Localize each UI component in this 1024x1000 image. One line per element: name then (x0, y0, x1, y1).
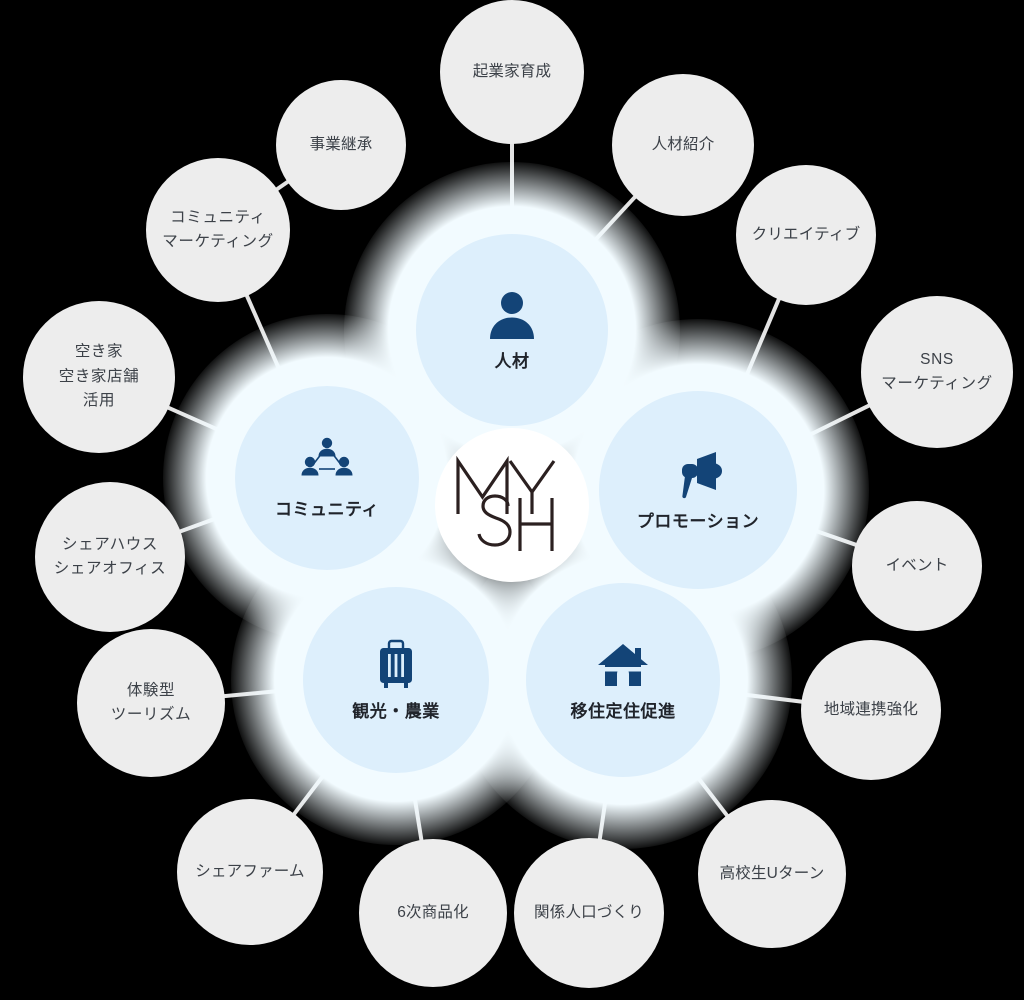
satellite-label-share-farm-0: シェアファーム (195, 862, 305, 880)
satellite-label-creative-0: クリエイティブ (751, 225, 861, 243)
satellite-label-akiya-katsuyo-2: 活用 (82, 392, 116, 410)
satellite-label-wrap: 高校生Uターン (714, 862, 831, 886)
satellite-label-community-marketing-0: コミュニティ (170, 208, 266, 226)
satellite-label-taikengata-tourism-1: ツーリズム (110, 706, 192, 723)
satellite-label-wrap: 地域連携強化 (818, 698, 924, 722)
satellite-label-event-0: イベント (885, 556, 949, 574)
satellite-circle-chiiki-renkei-kyoka[interactable]: 地域連携強化 (801, 640, 941, 780)
satellite-label-sns-marketing-1: マーケティング (881, 375, 993, 392)
connector-kankei-jinko-zukuri-to-migration (597, 772, 612, 843)
satellite-label-wrap: 事業継承 (304, 133, 379, 157)
satellite-label-wrap: SNS マーケティング (875, 348, 998, 397)
satellite-label-wrap: シェアハウスシェアオフィス (48, 533, 172, 582)
satellite-circle-akiya-katsuyo[interactable]: 空き家空き家店舗活用 (23, 301, 175, 453)
connector-community-marketing-to-community (243, 292, 294, 398)
hub-label-tourism: 観光・農業 (352, 702, 440, 722)
megaphone-icon (670, 447, 726, 503)
satellite-label-wrap: イベント (880, 554, 955, 578)
satellite-label-wrap: 体験型ツーリズム (105, 679, 198, 728)
connector-share-farm-to-tourism (290, 750, 344, 818)
satellite-label-wrap: シェアファーム (189, 860, 310, 884)
satellite-circle-event[interactable]: イベント (852, 501, 982, 631)
satellite-label-wrap: 関係人口づくり (528, 901, 650, 925)
satellite-label-wrap: コミュニティマーケティング (156, 206, 279, 255)
connector-jinzai-shokai-to-jinzai (573, 193, 639, 264)
hub-circle-jinzai[interactable]: 人材 (416, 234, 608, 426)
hub-circle-tourism[interactable]: 観光・農業 (303, 587, 489, 773)
connector-share-house-office-to-community (176, 506, 245, 535)
satellite-circle-kankei-jinko-zukuri[interactable]: 関係人口づくり (514, 838, 664, 988)
satellite-label-akiya-katsuyo-0: 空き家 (74, 343, 124, 361)
satellite-circle-share-farm[interactable]: シェアファーム (177, 799, 323, 945)
house-icon (595, 637, 651, 693)
person-icon (484, 287, 540, 343)
satellite-label-wrap: 人材紹介 (646, 133, 721, 157)
satellite-circle-kigyoka-ikusei[interactable]: 起業家育成 (440, 0, 584, 144)
satellite-label-kankei-jinko-zukuri-0: 関係人口づくり (534, 903, 644, 921)
hub-circle-community[interactable]: コミュニティ (235, 386, 419, 570)
suitcase-icon (368, 637, 424, 693)
satellite-label-rokuji-shohinka-0: 6次商品化 (397, 903, 469, 921)
hub-label-jinzai: 人材 (494, 352, 530, 372)
hub-label-migration: 移住定住促進 (570, 702, 676, 722)
connector-taikengata-tourism-to-tourism (221, 686, 307, 699)
satellite-circle-rokuji-shohinka[interactable]: 6次商品化 (359, 839, 507, 987)
connector-koukousei-u-turn-to-migration (678, 753, 731, 819)
satellite-circle-sns-marketing[interactable]: SNS マーケティング (861, 296, 1013, 448)
hub-label-community: コミュニティ (275, 500, 379, 520)
satellite-label-jigyo-keisho-0: 事業継承 (309, 135, 373, 153)
center-logo-disc (435, 428, 589, 582)
satellite-circle-taikengata-tourism[interactable]: 体験型ツーリズム (77, 629, 225, 777)
hub-circle-migration[interactable]: 移住定住促進 (526, 583, 720, 777)
satellite-label-share-house-office-1: シェアオフィス (53, 560, 167, 577)
satellite-circle-community-marketing[interactable]: コミュニティマーケティング (146, 158, 290, 302)
mysh-wordmark (452, 452, 572, 558)
satellite-label-kigyoka-ikusei-0: 起業家育成 (472, 62, 552, 80)
satellite-label-wrap: 6次商品化 (391, 901, 475, 925)
satellite-label-chiiki-renkei-kyoka-0: 地域連携強化 (823, 700, 919, 718)
satellite-label-community-marketing-1: マーケティング (162, 233, 274, 250)
satellite-circle-jinzai-shokai[interactable]: 人材紹介 (612, 74, 754, 216)
satellite-label-share-house-office-0: シェアハウス (62, 535, 158, 553)
connector-akiya-katsuyo-to-community (164, 404, 247, 444)
satellite-label-koukousei-u-turn-0: 高校生Uターン (719, 864, 825, 882)
satellite-circle-jigyo-keisho[interactable]: 事業継承 (276, 80, 406, 210)
connector-chiiki-renkei-kyoka-to-migration (716, 689, 805, 704)
satellite-circle-koukousei-u-turn[interactable]: 高校生Uターン (698, 800, 846, 948)
hub-label-promotion: プロモーション (636, 512, 760, 532)
connector-sns-marketing-to-promotion (783, 402, 873, 450)
connector-rokuji-shohinka-to-tourism (408, 768, 424, 844)
hub-circle-promotion[interactable]: プロモーション (599, 391, 797, 589)
satellite-label-wrap: 起業家育成 (467, 60, 558, 84)
satellite-label-wrap: クリエイティブ (746, 223, 867, 247)
satellite-label-sns-marketing-0: SNS (920, 350, 954, 368)
satellite-circle-creative[interactable]: クリエイティブ (736, 165, 876, 305)
people-network-icon (299, 435, 355, 491)
connector-creative-to-promotion (733, 295, 782, 403)
satellite-label-akiya-katsuyo-1: 空き家店舗 (58, 367, 140, 385)
satellite-circle-share-house-office[interactable]: シェアハウスシェアオフィス (35, 482, 185, 632)
satellite-label-jinzai-shokai-0: 人材紹介 (651, 135, 715, 153)
satellite-label-wrap: 空き家空き家店舗活用 (53, 340, 146, 413)
satellite-label-taikengata-tourism-0: 体験型 (126, 681, 176, 699)
connector-event-to-promotion (788, 519, 860, 548)
